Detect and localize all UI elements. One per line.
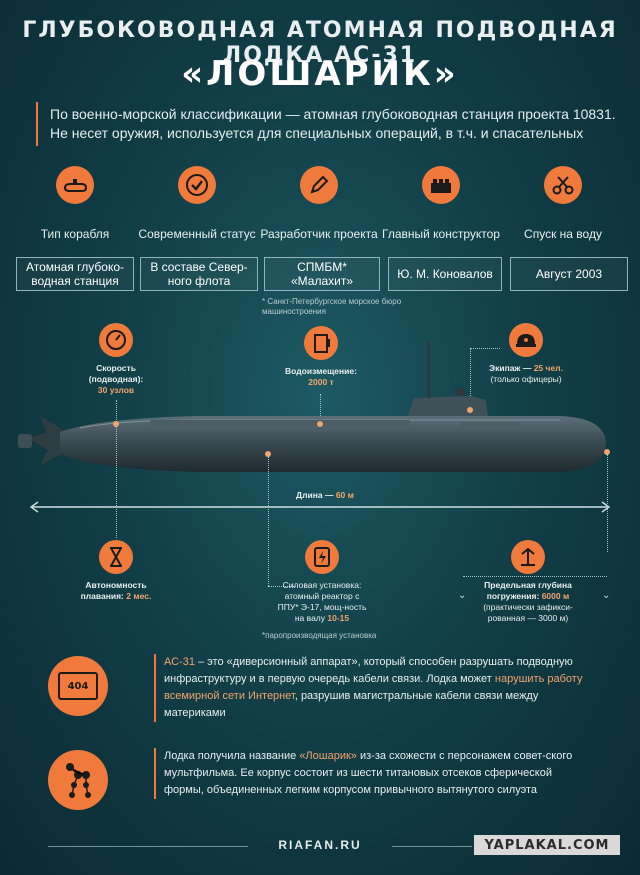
spec-note: (только офицеры) <box>490 374 562 384</box>
spec-label: Скорость (подводная): <box>88 363 144 384</box>
spec-autonomy: Автономность плавания: 2 мес. <box>74 540 158 602</box>
info-column-launch: Спуск на воду <box>502 166 624 258</box>
marker <box>317 421 323 427</box>
footnote-power: *паропроизводящая установка <box>262 631 377 640</box>
spec-depth: Предельная глубина погружения: 6000 м (п… <box>478 540 578 624</box>
spec-label: Автономность плавания: 2 мес. <box>74 580 158 602</box>
connector <box>607 454 608 552</box>
spec-value: 2 мес. <box>126 591 152 601</box>
highlighted-text: «Лошарик» <box>299 750 357 762</box>
info-column-chief-designer: Главный конструктор <box>380 166 502 258</box>
title-line-2: «ЛОШАРИК» <box>181 54 459 94</box>
spec-value: 6000 м <box>541 591 570 601</box>
spec-value: 2000 т <box>308 377 334 387</box>
info-value-launch: Август 2003 <box>510 257 628 291</box>
connector <box>470 348 500 349</box>
spec-crew: Экипаж — 25 чел. (только офицеры) <box>478 323 574 385</box>
spec-value: 25 чел. <box>533 363 563 373</box>
speedometer-icon <box>99 323 133 357</box>
spec-length: Длина — 60 м <box>280 490 370 501</box>
footer-divider <box>48 846 248 847</box>
marker <box>467 407 473 413</box>
info-value-ship-type: Атомная глубоко-водная станция <box>16 257 134 291</box>
icon-404-label: 404 <box>58 672 98 700</box>
connector <box>116 400 117 420</box>
info-label: Спуск на воду <box>524 226 602 241</box>
spec-note: (практически зафикси-рованная — 3000 м) <box>483 602 573 623</box>
marker <box>604 449 610 455</box>
hourglass-icon <box>99 540 133 574</box>
spec-label: Предельная глубина погружения: <box>484 580 572 601</box>
officer-cap-icon <box>509 323 543 357</box>
body-text: Лодка получила название <box>164 750 300 762</box>
chevron-down-icon: ⌄ <box>602 590 611 601</box>
highlighted-text: нарушить работу всемирной сети Интернет <box>164 673 583 702</box>
footer-divider <box>392 846 472 847</box>
info-text-name: Лодка получила название «Лошарик» из-за … <box>154 748 594 799</box>
body-text: из-за схожести с персонажем совет-ского … <box>164 750 573 796</box>
spec-label: Длина — <box>296 490 334 500</box>
connector <box>463 576 607 577</box>
body-text: – это «диверсионный аппарат», который сп… <box>164 656 573 685</box>
spec-value: 30 узлов <box>97 385 135 395</box>
info-value: В составе Север-ного флота <box>150 260 248 288</box>
connector <box>268 586 298 587</box>
info-value-chief-designer: Ю. М. Коновалов <box>388 257 502 291</box>
spec-label: Водоизмещение: <box>285 366 357 376</box>
info-value: Атомная глубоко-водная станция <box>25 260 124 288</box>
submarine-illustration <box>18 342 606 472</box>
info-value: СПМБМ* «Малахит» <box>290 260 354 288</box>
info-column-ship-type: Тип корабля <box>14 166 136 258</box>
info-text-404: АС-31 – это «диверсионный аппарат», кото… <box>154 654 594 722</box>
length-arrow <box>29 501 611 513</box>
chevron-down-icon: ⌄ <box>458 590 467 601</box>
checkmark-icon <box>178 166 216 204</box>
info-column-developer: Разработчик проекта <box>258 166 380 258</box>
footer-brand: RIAFAN.RU <box>278 838 362 852</box>
scissors-icon <box>544 166 582 204</box>
loshariki-character-icon <box>48 750 108 810</box>
error-404-icon: 404 <box>48 656 108 716</box>
submarine-icon <box>56 166 94 204</box>
intro-text: По военно-морской классификации — атомна… <box>36 102 625 146</box>
spec-value: 10-15 <box>327 613 350 623</box>
info-value: Август 2003 <box>535 267 603 281</box>
info-label: Современный статус <box>138 226 256 241</box>
body-text: , разрушив магистральные кабели связи ме… <box>164 690 539 719</box>
spec-label-text: Автономность плавания: <box>80 580 147 601</box>
highlighted-text: АС-31 <box>164 656 195 668</box>
connector <box>268 456 269 586</box>
spec-label: Экипаж — <box>489 363 532 373</box>
beaker-icon <box>304 326 338 360</box>
info-label: Тип корабля <box>40 226 110 241</box>
marker <box>113 421 119 427</box>
connector <box>470 348 471 410</box>
lightning-icon <box>305 540 339 574</box>
connector <box>320 394 321 422</box>
spec-displacement: Водоизмещение: 2000 т <box>276 326 366 388</box>
spec-power: Силовая установка: атомный реактор с ППУ… <box>274 540 370 624</box>
spec-label: Силовая установка: атомный реактор с ППУ… <box>277 580 367 623</box>
info-value-developer: СПМБМ* «Малахит» <box>264 257 380 291</box>
watermark: YAPLAKAL.COM <box>474 835 620 855</box>
info-column-status: Современный статус <box>136 166 258 258</box>
spec-value: 60 м <box>335 490 354 500</box>
info-value-status: В составе Север-ного флота <box>140 257 258 291</box>
footnote-developer: * Санкт-Петербургское морское бюро машин… <box>262 297 402 316</box>
info-label: Разработчик проекта <box>260 226 378 241</box>
pencil-icon <box>300 166 338 204</box>
spec-speed: Скорость (подводная): 30 узлов <box>74 323 158 396</box>
info-block-name: Лодка получила название «Лошарик» из-за … <box>48 748 588 814</box>
brick-icon <box>422 166 460 204</box>
marker <box>265 451 271 457</box>
info-block-404: 404 АС-31 – это «диверсионный аппарат», … <box>48 654 588 722</box>
title-line-1: ГЛУБОКОВОДНАЯ АТОМНАЯ ПОДВОДНАЯ ЛОДКА АС… <box>22 18 618 68</box>
depth-icon <box>511 540 545 574</box>
info-value: Ю. М. Коновалов <box>397 267 493 281</box>
connector <box>116 426 117 538</box>
info-label: Главный конструктор <box>382 226 500 241</box>
